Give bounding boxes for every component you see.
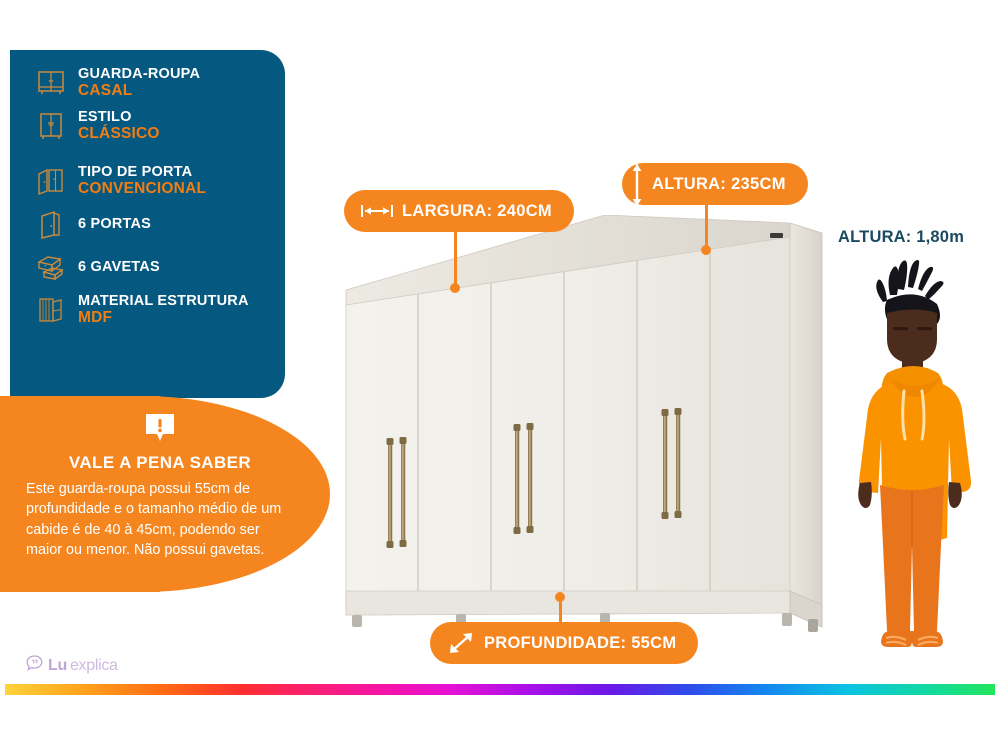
spec-label: MATERIAL ESTRUTURA xyxy=(78,293,249,310)
wardrobe-classic-icon xyxy=(30,111,72,141)
tip-callout: VALE A PENA SABER Este guarda-roupa poss… xyxy=(10,412,310,561)
spec-item-material-estrutura: MATERIAL ESTRUTURA MDF xyxy=(30,293,277,327)
tip-title: VALE A PENA SABER xyxy=(68,453,252,472)
spec-item-tipo-de-porta: TIPO DE PORTA CONVENCIONAL xyxy=(30,164,277,198)
logo-lu: Lu xyxy=(48,657,67,674)
badge-profundidade-label: PROFUNDIDADE: 55CM xyxy=(484,633,677,652)
lu-explica-logo[interactable]: Lu explica xyxy=(26,655,118,677)
spec-spacer xyxy=(30,152,277,164)
spec-label: 6 PORTAS xyxy=(78,215,152,232)
horizontal-arrow-icon xyxy=(360,203,394,219)
spec-item-guarda-roupa: GUARDA-ROUPA CASAL xyxy=(30,66,277,100)
badge-altura-label: ALTURA: 235CM xyxy=(652,174,786,193)
person-height-label: ALTURA: 1,80m xyxy=(838,228,965,246)
vertical-arrow-icon xyxy=(628,157,646,218)
spec-value: CONVENCIONAL xyxy=(78,180,207,198)
spec-value: CASAL xyxy=(78,82,133,100)
leader-line-altura xyxy=(705,202,708,254)
product-image-wardrobe xyxy=(330,214,830,645)
leader-dot-altura xyxy=(701,245,711,255)
brand-gradient-bar xyxy=(5,684,995,695)
wardrobe-handles xyxy=(386,408,682,548)
spec-item-texts: 6 PORTAS xyxy=(72,216,151,232)
badge-largura-label: LARGURA: 240CM xyxy=(402,201,552,220)
open-door-icon xyxy=(30,209,72,239)
alert-speech-bubble-icon xyxy=(10,412,310,449)
logo-explica: explica xyxy=(69,657,118,674)
spec-value: MDF xyxy=(78,309,113,327)
material-structure-icon xyxy=(30,295,72,325)
badge-profundidade[interactable]: PROFUNDIDADE: 55CM xyxy=(430,622,699,664)
logo-wordmark: Lu explica xyxy=(48,657,118,675)
spec-label: GUARDA-ROUPA xyxy=(78,66,201,83)
wardrobe-double-icon xyxy=(30,68,72,98)
badge-altura[interactable]: ALTURA: 235CM xyxy=(622,163,808,205)
spec-item-texts: MATERIAL ESTRUTURA MDF xyxy=(72,293,249,327)
spec-item-gavetas: 6 GAVETAS xyxy=(30,250,277,284)
spec-item-texts: TIPO DE PORTA CONVENCIONAL xyxy=(72,164,206,198)
spec-item-portas: 6 PORTAS xyxy=(30,207,277,241)
spec-item-estilo: ESTILO CLÁSSICO xyxy=(30,109,277,143)
spec-label: TIPO DE PORTA xyxy=(78,164,193,181)
spec-item-texts: 6 GAVETAS xyxy=(72,259,160,275)
leader-dot-largura xyxy=(450,283,460,293)
spec-label: 6 GAVETAS xyxy=(78,258,160,275)
spec-item-texts: ESTILO CLÁSSICO xyxy=(72,109,160,143)
drawers-icon xyxy=(30,252,72,282)
spec-list: GUARDA-ROUPA CASAL xyxy=(30,66,277,336)
door-type-icon xyxy=(30,166,72,196)
leader-dot-profundidade xyxy=(555,592,565,602)
leader-line-profundidade xyxy=(559,596,562,628)
leader-line-largura xyxy=(454,228,457,288)
diagonal-arrow-icon xyxy=(446,629,476,657)
person-illustration xyxy=(830,255,1000,665)
lu-speech-bubble-icon xyxy=(26,655,43,677)
spec-value: CLÁSSICO xyxy=(78,125,160,143)
spec-panel: GUARDA-ROUPA CASAL xyxy=(10,50,285,398)
spec-item-texts: GUARDA-ROUPA CASAL xyxy=(72,66,200,100)
tip-body: Este guarda-roupa possui 55cm de profund… xyxy=(26,481,282,559)
badge-largura[interactable]: LARGURA: 240CM xyxy=(344,190,574,232)
standing-person-illustration xyxy=(858,260,972,647)
wardrobe-illustration xyxy=(345,214,823,632)
spec-label: ESTILO xyxy=(78,109,132,126)
